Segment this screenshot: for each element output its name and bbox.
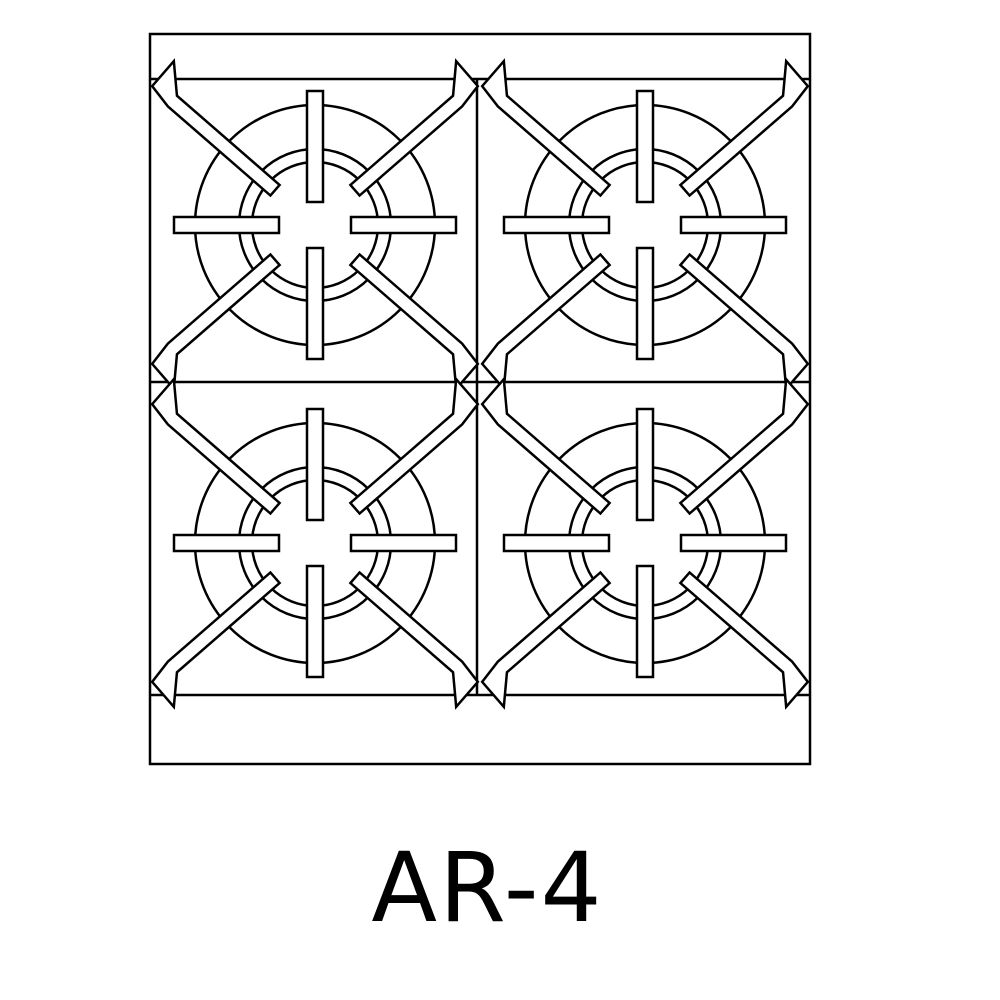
model-label: AR-4: [371, 832, 604, 944]
burner-top-left: [147, 59, 483, 391]
burner-top-right: [477, 59, 813, 391]
range-outline: [148, 32, 812, 766]
burner-bottom-right: [477, 377, 813, 709]
burner-bottom-left: [147, 377, 483, 709]
